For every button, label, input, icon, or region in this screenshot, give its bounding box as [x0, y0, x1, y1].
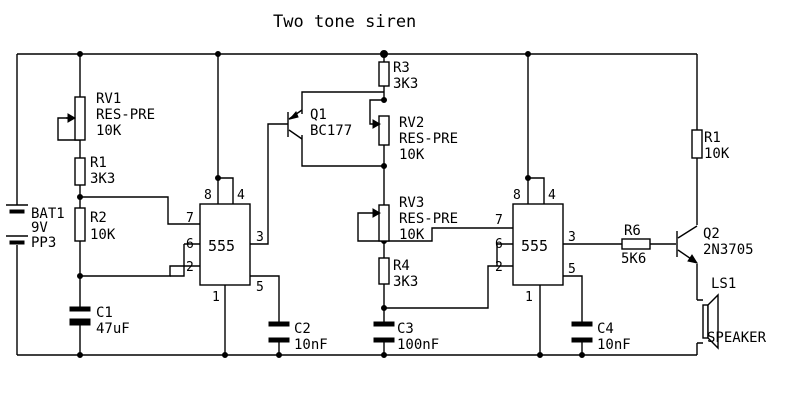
c4-ref: C4	[597, 321, 614, 337]
u2-pin5: 5	[568, 262, 576, 277]
r1a-value: 3K3	[90, 171, 115, 187]
u2-pin1: 1	[525, 290, 533, 305]
r4-ref: R4	[393, 258, 410, 274]
bat1-ref: BAT1	[31, 206, 65, 222]
ic-555-u2: 555 8 4 7 6 2 3 1 5	[495, 188, 576, 305]
u1-pin8: 8	[204, 188, 212, 203]
r1a-ref: R1	[90, 155, 107, 171]
u1-pin3: 3	[256, 230, 264, 245]
u1-pin5: 5	[256, 280, 264, 295]
r2-ref: R2	[90, 210, 107, 226]
c1-ref: C1	[96, 305, 113, 321]
transistor-q1: Q1 BC177	[287, 107, 352, 140]
u2-pin8: 8	[513, 188, 521, 203]
junctions	[77, 50, 585, 358]
rv3-value: 10K	[399, 227, 425, 243]
rv1-ref: RV1	[96, 91, 121, 107]
rv2-type: RES-PRE	[399, 131, 458, 147]
rv2-ref: RV2	[399, 115, 424, 131]
c3-ref: C3	[397, 321, 414, 337]
u1-pin1: 1	[212, 290, 220, 305]
u2-label: 555	[521, 237, 548, 255]
resistor-r1-left: R1 3K3	[74, 155, 115, 187]
ls1-value: SPEAKER	[707, 330, 767, 346]
capacitor-c2: C2 10nF	[268, 321, 328, 353]
preset-resistor-rv1: RV1 RES-PRE 10K	[66, 91, 155, 141]
u2-pin6: 6	[495, 237, 503, 252]
resistor-r6: R6 5K6	[621, 223, 651, 267]
capacitor-c3: C3 100nF	[373, 321, 439, 353]
r6-value: 5K6	[621, 251, 646, 267]
r4-value: 3K3	[393, 274, 418, 290]
preset-resistor-rv3: RV3 RES-PRE 10K	[372, 195, 458, 243]
r3-value: 3K3	[393, 76, 418, 92]
r1b-ref: R1	[704, 130, 721, 146]
u1-pin4: 4	[237, 188, 245, 203]
c3-value: 100nF	[397, 337, 439, 353]
u2-pin4: 4	[548, 188, 556, 203]
resistor-r2: R2 10K	[74, 207, 116, 243]
u1-pin6: 6	[186, 237, 194, 252]
speaker-ls1: LS1 SPEAKER	[697, 276, 767, 350]
capacitor-c4: C4 10nF	[571, 321, 631, 353]
rv3-type: RES-PRE	[399, 211, 458, 227]
capacitor-c1: C1 47uF	[69, 305, 130, 337]
rv3-ref: RV3	[399, 195, 424, 211]
resistor-r3: R3 3K3	[378, 60, 418, 92]
q1-value: BC177	[310, 123, 352, 139]
rv1-type: RES-PRE	[96, 107, 155, 123]
ls1-ref: LS1	[711, 276, 736, 292]
bat1-type: PP3	[31, 235, 56, 251]
u1-pin2: 2	[186, 260, 194, 275]
c2-ref: C2	[294, 321, 311, 337]
u2-pin7: 7	[495, 213, 503, 228]
resistor-r1-right: R1 10K	[691, 129, 730, 162]
c4-value: 10nF	[597, 337, 631, 353]
r6-ref: R6	[624, 223, 641, 239]
bat1-value: 9V	[31, 220, 48, 236]
battery-bat1: BAT1 9V PP3	[6, 204, 65, 251]
rv1-value: 10K	[96, 123, 122, 139]
c1-value: 47uF	[96, 321, 130, 337]
r3-ref: R3	[393, 60, 410, 76]
ic-555-u1: 555 8 4 7 6 2 3 1 5	[186, 188, 264, 305]
u1-pin7: 7	[186, 211, 194, 226]
r2-value: 10K	[90, 227, 116, 243]
resistor-r4: R4 3K3	[378, 257, 418, 290]
q2-value: 2N3705	[703, 242, 754, 258]
preset-resistor-rv2: RV2 RES-PRE 10K	[372, 115, 458, 163]
transistor-q2: Q2 2N3705	[676, 225, 754, 264]
u1-label: 555	[208, 237, 235, 255]
q2-ref: Q2	[703, 226, 720, 242]
u2-pin3: 3	[568, 230, 576, 245]
r1b-value: 10K	[704, 146, 730, 162]
q1-ref: Q1	[310, 107, 327, 123]
c2-value: 10nF	[294, 337, 328, 353]
u2-pin2: 2	[495, 260, 503, 275]
diagram-title: Two tone siren	[273, 12, 416, 32]
rv2-value: 10K	[399, 147, 425, 163]
